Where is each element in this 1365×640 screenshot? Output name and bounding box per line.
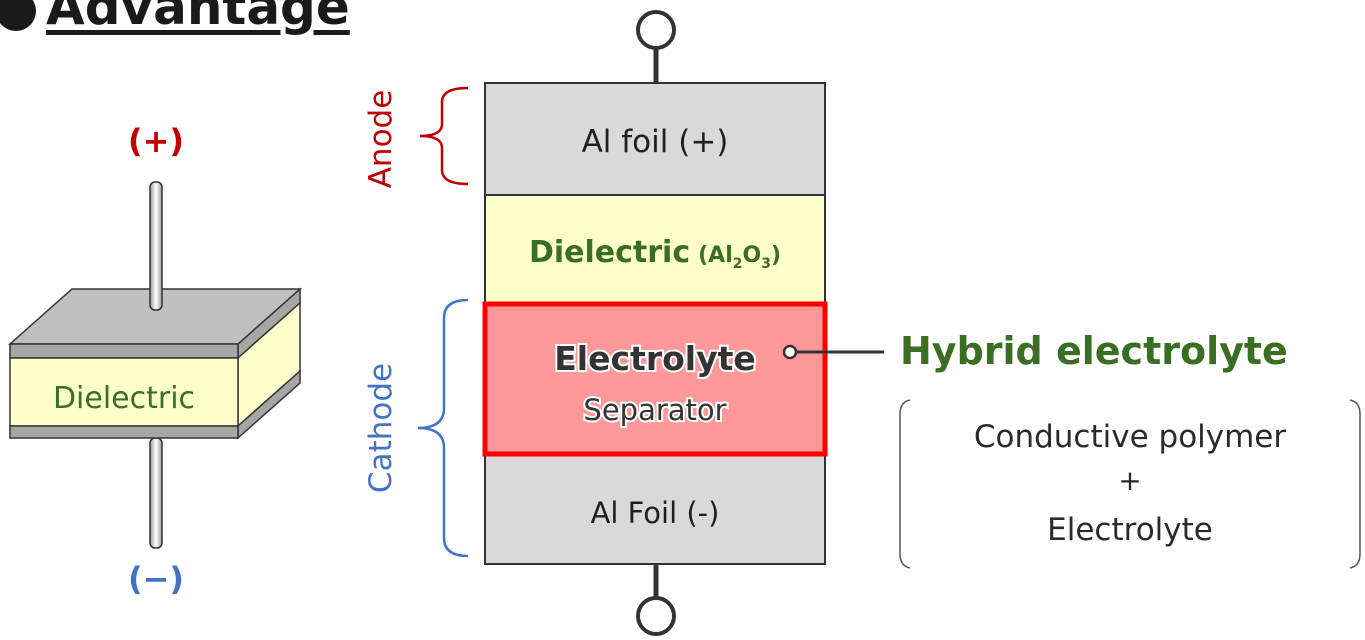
callout-dot [782,344,798,360]
anode-label: Anode [363,90,399,189]
cathode-brace-group: Cathode [363,298,469,558]
anode-brace [419,86,469,186]
top-lead [149,181,163,311]
top-terminal-circle [636,10,676,50]
layer-stack: Al foil (+) Dielectric(Al2O3) Electrolyt… [482,10,828,636]
al-foil-plus-label: Al foil (+) [582,124,729,160]
plus-terminal-label: (+) [128,122,184,160]
callout-bracket-left [899,399,911,569]
bottom-lead [149,437,163,549]
dielectric-front [9,357,239,427]
anode-brace-group: Anode [363,86,469,189]
callout-line-electrolyte: Electrolyte [1047,512,1213,548]
hybrid-callout: Hybrid electrolyte Conductive polymer + … [782,329,1361,569]
hybrid-electrolyte-heading: Hybrid electrolyte [900,329,1288,373]
layer-dielectric [484,194,826,305]
cathode-label: Cathode [363,363,399,493]
minus-terminal-label: (−) [128,560,184,598]
top-plate-front [9,343,239,359]
separator-label: Separator [583,393,726,427]
callout-line-polymer: Conductive polymer [974,419,1287,455]
callout-bracket-right [1349,399,1361,569]
bottom-plate-front [9,425,239,439]
dielectric-layer-label: Dielectric(Al2O3) [529,235,781,272]
bottom-terminal-circle [636,596,676,636]
layer-al-foil-plus [484,82,826,196]
component-dielectric-label: Dielectric [53,381,195,416]
capacitor-component: Dielectric (+) (−) [8,122,302,598]
callout-line-plus: + [1118,464,1141,497]
al-foil-minus-label: Al Foil (-) [591,496,720,530]
cathode-brace [417,298,469,558]
page-title: Advantage [0,0,350,36]
layer-electrolyte [482,301,828,457]
electrolyte-label: Electrolyte [554,339,756,378]
